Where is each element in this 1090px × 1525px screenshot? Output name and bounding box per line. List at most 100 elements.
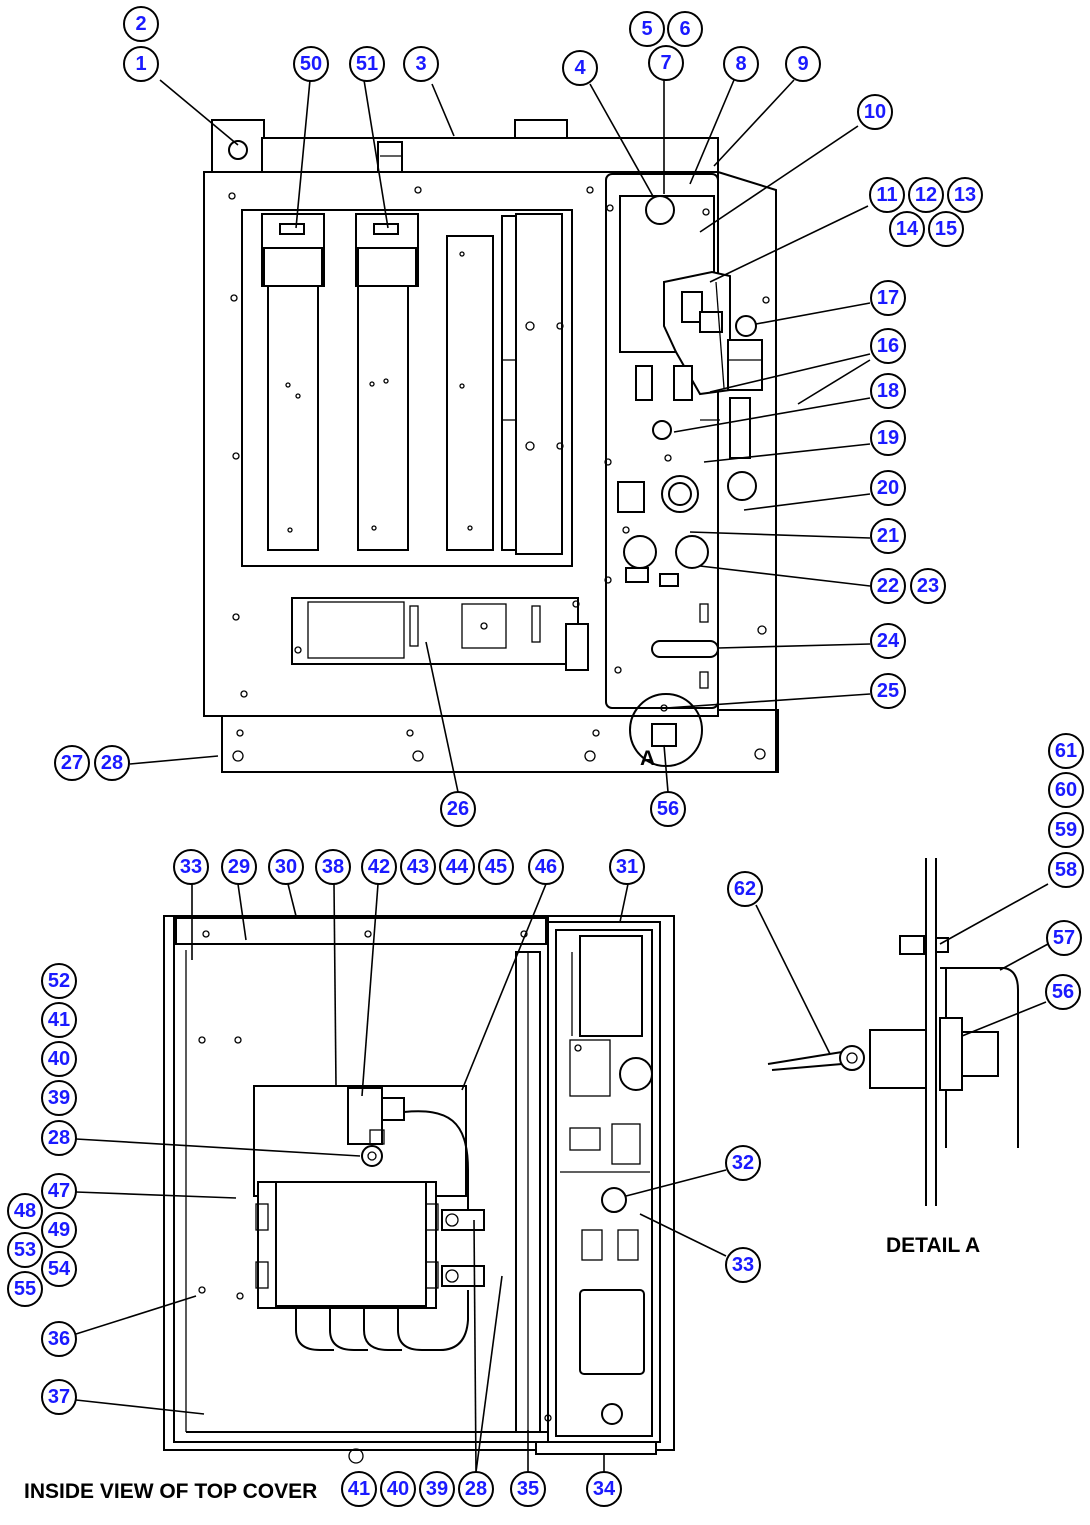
inside-view-top-cover: [163, 915, 675, 1464]
svg-text:25: 25: [877, 680, 899, 702]
balloon-20[interactable]: 20: [870, 470, 906, 506]
svg-text:60: 60: [1055, 779, 1077, 801]
balloon-49[interactable]: 49: [41, 1212, 77, 1248]
balloon-40[interactable]: 40: [41, 1041, 77, 1077]
balloon-29[interactable]: 29: [221, 849, 257, 885]
svg-text:61: 61: [1055, 740, 1077, 762]
balloon-3[interactable]: 3: [403, 46, 439, 82]
svg-text:48: 48: [14, 1200, 36, 1222]
balloon-26[interactable]: 26: [440, 791, 476, 827]
balloon-28[interactable]: 28: [458, 1471, 494, 1507]
balloon-28[interactable]: 28: [41, 1120, 77, 1156]
balloon-35[interactable]: 35: [510, 1471, 546, 1507]
svg-text:56: 56: [1052, 981, 1074, 1003]
balloon-41[interactable]: 41: [41, 1002, 77, 1038]
balloon-39[interactable]: 39: [419, 1471, 455, 1507]
balloon-14[interactable]: 14: [889, 211, 925, 247]
balloon-24[interactable]: 24: [870, 623, 906, 659]
balloon-17[interactable]: 17: [870, 280, 906, 316]
balloon-34[interactable]: 34: [586, 1471, 622, 1507]
balloon-59[interactable]: 59: [1048, 812, 1084, 848]
balloon-10[interactable]: 10: [857, 94, 893, 130]
balloon-53[interactable]: 53: [7, 1232, 43, 1268]
balloon-15[interactable]: 15: [928, 211, 964, 247]
balloon-28[interactable]: 28: [94, 745, 130, 781]
balloon-30[interactable]: 30: [268, 849, 304, 885]
balloon-4[interactable]: 4: [562, 50, 598, 86]
balloon-37[interactable]: 37: [41, 1379, 77, 1415]
balloon-6[interactable]: 6: [667, 11, 703, 47]
balloon-33[interactable]: 33: [173, 849, 209, 885]
svg-text:58: 58: [1055, 859, 1077, 881]
balloon-2[interactable]: 2: [123, 6, 159, 42]
top-rail: [261, 137, 719, 173]
svg-text:41: 41: [348, 1478, 370, 1500]
mounting-lug-left: [211, 119, 265, 173]
balloon-60[interactable]: 60: [1048, 772, 1084, 808]
balloon-9[interactable]: 9: [785, 46, 821, 82]
svg-text:26: 26: [447, 798, 469, 820]
balloon-13[interactable]: 13: [947, 177, 983, 213]
balloon-56[interactable]: 56: [650, 791, 686, 827]
balloon-51[interactable]: 51: [349, 46, 385, 82]
balloon-19[interactable]: 19: [870, 420, 906, 456]
svg-text:53: 53: [14, 1239, 36, 1261]
balloon-27[interactable]: 27: [54, 745, 90, 781]
svg-text:57: 57: [1053, 927, 1075, 949]
balloon-50[interactable]: 50: [293, 46, 329, 82]
balloon-52[interactable]: 52: [41, 963, 77, 999]
balloon-22[interactable]: 22: [870, 568, 906, 604]
balloon-16[interactable]: 16: [870, 328, 906, 364]
balloon-57[interactable]: 57: [1046, 920, 1082, 956]
balloon-39[interactable]: 39: [41, 1080, 77, 1116]
svg-text:7: 7: [660, 52, 671, 74]
detail-a-view: DETAIL A: [767, 858, 1019, 1257]
balloon-12[interactable]: 12: [908, 177, 944, 213]
balloon-31[interactable]: 31: [609, 849, 645, 885]
balloon-25[interactable]: 25: [870, 673, 906, 709]
svg-text:11: 11: [876, 184, 897, 206]
balloon-46[interactable]: 46: [528, 849, 564, 885]
balloon-42[interactable]: 42: [361, 849, 397, 885]
svg-text:39: 39: [426, 1478, 448, 1500]
svg-text:5: 5: [641, 18, 652, 40]
balloon-48[interactable]: 48: [7, 1193, 43, 1229]
balloon-55[interactable]: 55: [7, 1271, 43, 1307]
svg-text:33: 33: [180, 856, 202, 878]
svg-text:30: 30: [275, 856, 297, 878]
detail-a-caption: DETAIL A: [886, 1234, 980, 1257]
svg-text:1: 1: [135, 53, 146, 75]
balloon-32[interactable]: 32: [725, 1145, 761, 1181]
balloon-5[interactable]: 5: [629, 11, 665, 47]
balloon-62[interactable]: 62: [727, 871, 763, 907]
balloon-41[interactable]: 41: [341, 1471, 377, 1507]
balloon-23[interactable]: 23: [910, 568, 946, 604]
balloon-61[interactable]: 61: [1048, 733, 1084, 769]
balloon-38[interactable]: 38: [315, 849, 351, 885]
svg-text:22: 22: [877, 575, 899, 597]
svg-text:38: 38: [322, 856, 344, 878]
balloon-40[interactable]: 40: [380, 1471, 416, 1507]
balloon-18[interactable]: 18: [870, 373, 906, 409]
balloon-54[interactable]: 54: [41, 1251, 77, 1287]
balloon-33[interactable]: 33: [725, 1247, 761, 1283]
svg-text:27: 27: [61, 752, 83, 774]
balloon-21[interactable]: 21: [870, 518, 906, 554]
svg-text:2: 2: [135, 13, 146, 35]
svg-text:18: 18: [877, 380, 899, 402]
balloon-36[interactable]: 36: [41, 1321, 77, 1357]
balloon-7[interactable]: 7: [648, 45, 684, 81]
balloon-11[interactable]: 11: [869, 177, 905, 213]
balloon-8[interactable]: 8: [723, 46, 759, 82]
balloon-47[interactable]: 47: [41, 1173, 77, 1209]
balloon-43[interactable]: 43: [400, 849, 436, 885]
svg-text:47: 47: [48, 1180, 70, 1202]
balloon-1[interactable]: 1: [123, 46, 159, 82]
leader-lines: [75, 78, 1049, 1473]
balloon-58[interactable]: 58: [1048, 852, 1084, 888]
balloon-45[interactable]: 45: [478, 849, 514, 885]
balloon-56[interactable]: 56: [1045, 974, 1081, 1010]
svg-text:10: 10: [864, 101, 886, 123]
balloon-44[interactable]: 44: [439, 849, 475, 885]
